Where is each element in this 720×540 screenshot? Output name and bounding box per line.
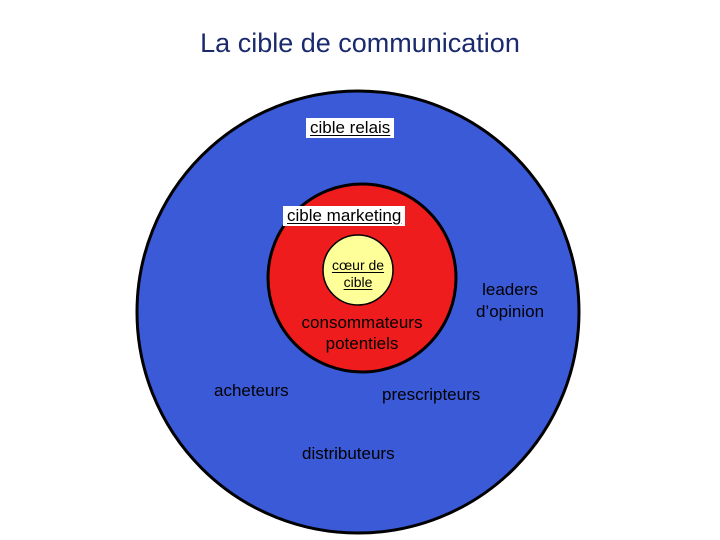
leaders-label-line1: leaders [482,280,538,299]
page-title: La cible de communication [200,28,520,58]
consommateurs-label-line2: potentiels [325,334,399,353]
inner-ring-label-line2: cible [343,274,373,290]
prescripteurs-label: prescripteurs [382,385,481,404]
middle-ring-label: cible marketing [283,206,406,226]
inner-ring-coeur-de-cible [322,234,394,306]
inner-ring-label-line1: cœur de [331,257,385,273]
consommateurs-label-line1: consommateurs [301,313,423,332]
outer-ring-label: cible relais [306,118,395,138]
acheteurs-label: acheteurs [214,381,289,400]
leaders-label-line2: d’opinion [475,302,545,321]
distributeurs-label: distributeurs [302,444,395,463]
